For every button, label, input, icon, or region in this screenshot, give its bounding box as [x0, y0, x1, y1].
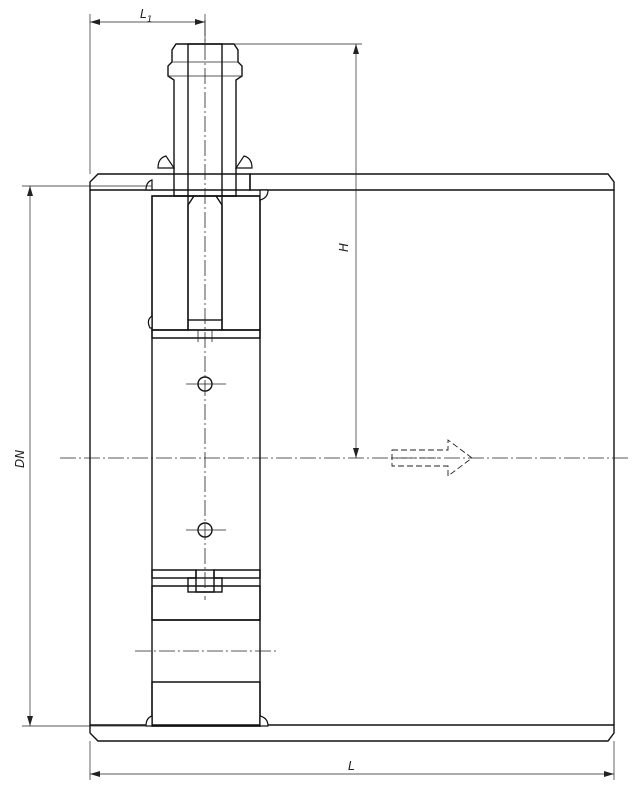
sensor-holes: [186, 376, 226, 538]
flow-direction-arrow: [391, 439, 473, 477]
dimension-l1: [89, 14, 206, 174]
dimension-h: [234, 43, 362, 458]
inner-body: [151, 195, 261, 727]
pipe-bottom-wall: [89, 724, 615, 742]
dimension-dn-label: DN: [13, 450, 27, 468]
weld-seams: [145, 155, 269, 727]
dimension-l1-label: L1: [140, 7, 152, 25]
dimension-dn: [22, 185, 152, 727]
bore-channel: [187, 195, 223, 320]
dimension-l: [89, 741, 615, 780]
dimension-l-label: L: [348, 759, 355, 773]
pipe-top-wall: [89, 173, 615, 191]
dimension-h-label: H: [337, 243, 351, 252]
